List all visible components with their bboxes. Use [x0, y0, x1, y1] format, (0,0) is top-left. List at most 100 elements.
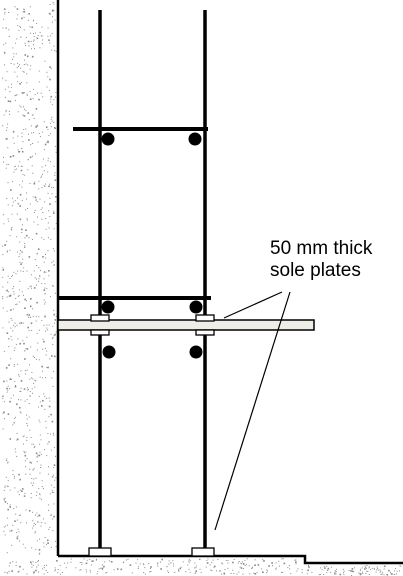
concrete-speckle: [17, 296, 19, 297]
concrete-speckle: [33, 221, 35, 223]
concrete-speckle: [15, 451, 17, 453]
concrete-speckle: [47, 250, 49, 252]
concrete-speckle: [12, 308, 14, 310]
concrete-speckle: [16, 8, 19, 10]
concrete-speckle: [43, 488, 44, 490]
concrete-speckle: [9, 506, 11, 508]
concrete-speckle: [26, 93, 28, 95]
concrete-speckle: [11, 276, 13, 278]
concrete-speckle: [185, 571, 187, 573]
concrete-speckle: [29, 91, 31, 92]
concrete-speckle: [351, 570, 354, 573]
concrete-speckle: [55, 201, 57, 203]
concrete-speckle: [14, 95, 16, 97]
scaffold-standards: [98, 10, 207, 549]
concrete-speckle: [23, 342, 25, 345]
concrete-speckle: [149, 571, 151, 573]
concrete-speckle: [6, 71, 8, 73]
concrete-speckle: [11, 226, 13, 228]
concrete-speckle: [227, 560, 229, 561]
concrete-speckle: [13, 349, 15, 351]
concrete-speckle: [3, 489, 5, 491]
concrete-speckle: [343, 570, 345, 572]
concrete-speckle: [21, 132, 23, 134]
concrete-speckle: [38, 188, 40, 190]
concrete-speckle: [7, 480, 9, 482]
concrete-speckle: [360, 568, 362, 570]
concrete-speckle: [254, 559, 256, 561]
concrete-speckle: [33, 132, 34, 134]
concrete-speckle: [53, 264, 55, 266]
concrete-speckle: [4, 13, 6, 15]
concrete-speckle: [36, 284, 37, 286]
concrete-speckle: [36, 349, 38, 351]
concrete-speckle: [129, 564, 132, 566]
concrete-speckle: [4, 485, 6, 487]
concrete-speckle: [24, 460, 26, 462]
concrete-speckle: [102, 568, 104, 570]
concrete-speckle: [2, 298, 4, 300]
concrete-speckle: [40, 453, 42, 455]
concrete-speckle: [53, 309, 55, 311]
concrete-speckle: [24, 108, 25, 110]
concrete-speckle: [20, 522, 22, 524]
concrete-speckle: [318, 574, 320, 576]
concrete-speckle: [51, 32, 53, 34]
concrete-speckle: [21, 250, 23, 252]
concrete-speckle: [2, 395, 3, 397]
concrete-speckle: [27, 158, 29, 160]
concrete-speckle: [288, 565, 290, 566]
concrete-speckle: [42, 348, 44, 350]
concrete-speckle: [100, 567, 102, 569]
concrete-speckle: [377, 569, 379, 571]
concrete-speckle: [15, 416, 17, 418]
concrete-speckle: [34, 94, 36, 96]
concrete-speckle: [90, 564, 92, 566]
concrete-speckle: [48, 416, 50, 418]
concrete-speckle: [23, 129, 25, 130]
concrete-speckle: [79, 562, 81, 563]
concrete-speckle: [31, 114, 33, 116]
concrete-speckle: [6, 250, 8, 252]
concrete-speckle: [28, 133, 29, 135]
concrete-speckle: [36, 332, 38, 334]
concrete-speckle: [44, 395, 46, 397]
concrete-speckle: [57, 572, 59, 574]
concrete-speckle: [35, 320, 37, 322]
concrete-speckle: [3, 526, 5, 528]
concrete-speckle: [19, 25, 21, 27]
concrete-speckle: [32, 355, 34, 357]
concrete-speckle: [33, 118, 35, 119]
concrete-speckle: [46, 324, 48, 326]
concrete-speckle: [47, 27, 49, 29]
concrete-speckle: [223, 573, 226, 575]
concrete-speckle: [37, 560, 39, 561]
concrete-speckle: [7, 508, 9, 511]
ledger-tube-section: [101, 132, 115, 146]
concrete-speckle: [19, 390, 21, 392]
concrete-speckle: [44, 449, 46, 451]
concrete-speckle: [8, 163, 10, 165]
concrete-speckle: [49, 358, 51, 360]
concrete-speckle: [36, 253, 38, 255]
concrete-speckle: [12, 130, 15, 133]
concrete-speckle: [350, 570, 352, 572]
concrete-speckle: [47, 366, 49, 369]
concrete-speckle: [254, 573, 257, 575]
concrete-speckle: [14, 385, 16, 386]
concrete-speckle: [39, 274, 41, 276]
ledger-tube-section: [189, 345, 203, 359]
concrete-speckle: [16, 18, 18, 20]
concrete-speckle: [45, 420, 47, 422]
concrete-speckle: [135, 562, 137, 564]
concrete-speckle: [326, 572, 328, 574]
concrete-speckle: [50, 133, 52, 135]
concrete-speckle: [20, 263, 22, 265]
concrete-speckle: [34, 379, 36, 381]
scaffold-transoms: [58, 127, 211, 300]
concrete-speckle: [188, 561, 190, 563]
concrete-speckle: [236, 573, 238, 575]
concrete-speckle: [43, 564, 45, 566]
ledger-tube-section: [188, 132, 202, 146]
concrete-speckle: [282, 571, 284, 573]
